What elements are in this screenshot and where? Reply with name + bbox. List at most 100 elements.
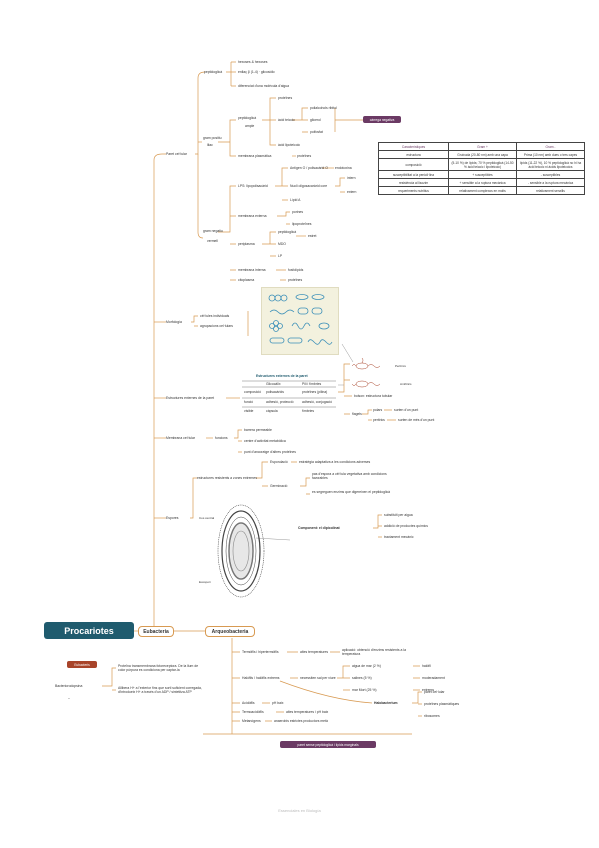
me-item: lipoproteïnes <box>292 222 312 226</box>
morfologia-node[interactable]: Morfologia <box>166 320 182 324</box>
bacteriorodopsina: Bacteriorodopsina <box>55 684 83 688</box>
termoacidofils-desc: altes temperatures i pH baix <box>286 710 329 714</box>
funcions: funcions <box>215 436 228 440</box>
flag-label: Peritrics <box>395 364 406 368</box>
per-item: MDO <box>278 242 286 246</box>
termofils-temp: altes temperatures <box>300 650 329 654</box>
bolson: bolson: estructura tubular <box>354 394 393 398</box>
spore-label: Cos central <box>199 516 215 520</box>
halo-item: ribosomes <box>424 714 440 718</box>
ext-head: Pili i fímbries <box>302 382 322 386</box>
cmp-header: Gram - <box>516 142 585 151</box>
cmp-cell: Prima (10 nm) amb dues o tres capes <box>516 150 585 159</box>
membrana-node[interactable]: Membrana cel·lular <box>166 436 196 440</box>
ext-cell: adhesió, protecció <box>266 400 294 404</box>
polars-desc: surten d'un punt <box>394 408 419 412</box>
cmp-cell: requeriments nutritius <box>377 186 450 195</box>
flag-label: Amfitrics <box>400 382 412 386</box>
dipicolinat-node: Component: el dipicolinat <box>298 526 340 530</box>
nucli-item: intern <box>347 176 356 180</box>
germ-item: pas d'espora a cèl·lula vegetativa amb c… <box>312 472 387 480</box>
per-item: peptidoglicà <box>278 230 297 234</box>
antigen-o: Antígen O / polisacàrid O <box>290 166 328 170</box>
espores-estructures: estructures resistents a zones extremes <box>197 476 257 480</box>
pep-item: hexoses & hexoses <box>238 60 268 64</box>
peptidoglica-node: peptidoglicà <box>204 70 223 74</box>
eubacteria-hub[interactable]: Eubacteria <box>138 626 174 637</box>
espores-node[interactable]: Espores <box>166 516 179 520</box>
acidofils-ph: pH baix <box>272 701 284 705</box>
cmp-cell: + sensible a la ruptura mecànica <box>448 178 517 187</box>
ext-head: Glicocàlix <box>266 382 281 386</box>
cmp-cell: (5-10 %) de lípids; 70 % peptidoglicà (1… <box>448 158 517 171</box>
lps-node: LPS: lipopolisacàrid <box>238 184 268 188</box>
gram-comparison-table: Característiques Gram + Gram - estructur… <box>377 142 585 195</box>
funcio-item: centre d'activitat metabòlica <box>244 439 286 443</box>
morphology-shapes-icon <box>268 294 333 345</box>
cmp-cell: resistència al lisozim <box>377 178 450 187</box>
halofils[interactable]: Halòfils / halòfils extrems <box>242 676 280 680</box>
germinacio: Germinació <box>270 484 288 488</box>
gp-peptidoglica: peptidoglicà <box>238 116 257 120</box>
halofils-sal: necessiten sal per viure <box>300 676 336 680</box>
bacterio-item: Proteïna transmembrana fotoreceptora. De… <box>118 664 199 672</box>
ext-cell: càpsula <box>266 409 278 413</box>
cit-proteines: proteïnes <box>288 278 303 282</box>
cmp-cell: + susceptibles <box>448 170 517 179</box>
teicoic-item: glicerol <box>310 118 321 122</box>
metanogens[interactable]: Metanògens <box>242 719 261 723</box>
termofils[interactable]: Termòfils i hipertermòfils <box>242 650 279 654</box>
gp-acid-teicoic: àcid teicoic <box>278 118 295 122</box>
ext-cell: adhesió, conjugació <box>302 400 332 404</box>
dash-mark: – <box>68 696 70 700</box>
gp-proteines: proteïnes <box>278 96 293 100</box>
ext-cell: fímbries <box>302 409 315 413</box>
hal-type: extrems <box>422 688 435 692</box>
gp-membrana-plasmatica: membrana plasmàtica <box>238 154 272 158</box>
estructures-node[interactable]: Estructures externes de la paret <box>166 396 215 400</box>
hal-type: halòfil <box>422 664 431 668</box>
termofils-aplicacio: aplicació: obtenció d'enzims resistents … <box>342 648 406 656</box>
cmp-cell: composició <box>377 158 450 171</box>
cmp-cell: estructura <box>377 150 450 159</box>
ext-cell: proteïnes (pilina) <box>302 390 328 394</box>
cmp-header: Gram + <box>448 142 517 151</box>
paret-node[interactable]: Paret cel·lular <box>166 152 187 156</box>
teicoic-item: polfosfat <box>310 130 323 134</box>
spore-label: Exospori <box>199 580 211 584</box>
metanogens-desc: anaerobis estrictes productors metà <box>274 719 328 723</box>
morf-item: cèl·lules individuals <box>200 314 230 318</box>
ext-table-title: Estructures externes de la paret <box>256 374 308 378</box>
gram-positive-node: gram positiu <box>203 136 222 140</box>
cmp-cell: - susceptibles <box>516 170 585 179</box>
periplasma: periplasma <box>238 242 255 246</box>
flagella-icon <box>352 358 381 388</box>
halo-item: paret cel·lular <box>424 690 445 694</box>
cmp-cell: relativament senzills <box>516 186 585 195</box>
funcio-item: punt d'ancoratge d'altres proteïnes <box>244 450 297 454</box>
comp-item: substituït per aigua <box>384 513 413 517</box>
periplasma-estret: estret <box>308 234 317 238</box>
cmp-cell: relativament complexos en molts <box>448 186 517 195</box>
ext-cell: polisacàrids <box>266 390 284 394</box>
cmp-cell: - sensible a la ruptura mecànica <box>516 178 585 187</box>
lipid-a: Lípid A <box>290 198 301 202</box>
nucli-item: extern <box>347 190 357 194</box>
cmp-cell: Gruixuda (20-80 nm) amb una capa <box>448 150 517 159</box>
acidofils[interactable]: Acidòfils <box>242 701 255 705</box>
hal-env: aigua de mar (2 %) <box>352 664 381 668</box>
gp-mp-proteines: proteïnes <box>297 154 312 158</box>
archaea-hub[interactable]: Arqueobacteria <box>205 626 255 637</box>
gram-negative-node: gram negatiu <box>203 229 223 233</box>
termoacidofils[interactable]: Termoacidòfils <box>242 710 264 714</box>
cmp-cell: lípids (11-22 %), 10 % peptidoglicà no h… <box>516 158 585 171</box>
ext-cell: visible <box>244 409 254 413</box>
hal-env: mar Mort (25 %) <box>352 688 377 692</box>
gp-acid-lipoteicoic: àcid lipoteicoic <box>278 143 301 147</box>
eubacteris-tag: Eubacteris <box>67 661 97 668</box>
peritrics: peritrics <box>373 418 385 422</box>
root-node[interactable]: Procariotes <box>44 622 134 639</box>
endotoxina: endotoxina <box>335 166 352 170</box>
membrana-externa: membrana externa <box>238 214 267 218</box>
